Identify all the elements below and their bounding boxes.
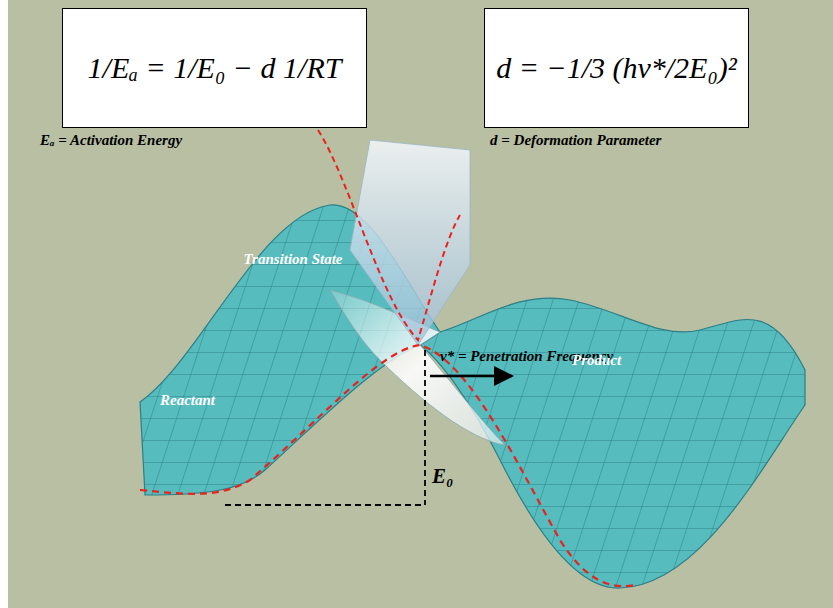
surface (140, 140, 805, 588)
plane-curve (318, 130, 460, 340)
symbol-definition: Eₐ = Activation Energy (40, 132, 182, 149)
formula-box: 1/Eₐ = 1/E₀ − d 1/RT (62, 8, 367, 128)
edge-strip (0, 0, 8, 608)
region-label: Product (572, 352, 621, 369)
barrier-height-line (225, 350, 425, 505)
equation: d = −1/3 (hν*/2E₀)² (496, 51, 737, 85)
product-slab (420, 298, 805, 588)
frequency-arrow (430, 375, 512, 378)
equation: 1/Eₐ = 1/E₀ − d 1/RT (88, 51, 342, 85)
product-grid (420, 298, 805, 588)
region-label: Reactant (160, 392, 215, 409)
reaction-path (140, 345, 635, 586)
formula-box: d = −1/3 (hν*/2E₀)² (484, 8, 749, 128)
symbol-definition: d = Deformation Parameter (490, 132, 661, 149)
region-label: Transition State (243, 250, 343, 270)
energy-label: E₀ (432, 464, 453, 489)
